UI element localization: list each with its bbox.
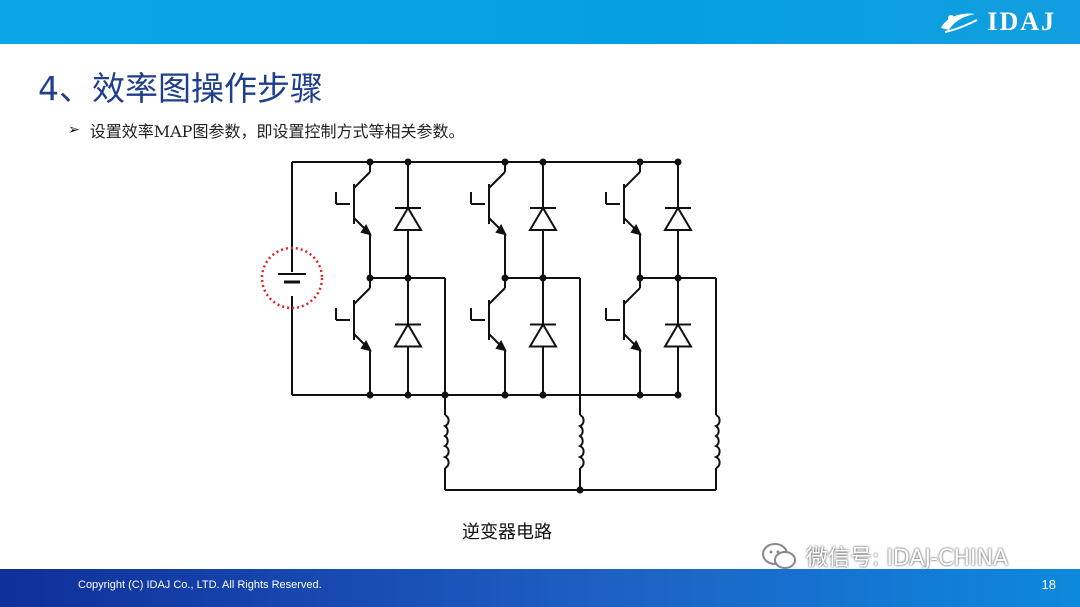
junction-dot [636,391,644,399]
company-logo: IDAJ [937,6,1056,38]
junction-dot [539,158,547,166]
highlight-circle [260,246,324,310]
junction-dot [501,158,509,166]
wechat-icon [762,543,796,569]
junction-dot [576,486,584,494]
watermark-text: 微信号: IDAJ-CHINA [806,546,1009,571]
circuit-wires [278,161,717,491]
junction-dot [674,391,682,399]
junction-dot [366,274,374,282]
copyright-text: Copyright (C) IDAJ Co., LTD. All Rights … [78,579,322,591]
bullet-text: 设置效率MAP图参数，即设置控制方式等相关参数。 [89,122,465,141]
header-bar: IDAJ [0,0,1080,44]
page-number: 18 [1041,577,1056,592]
junction-dot [404,158,412,166]
slide-title: 4、效率图操作步骤 [38,69,323,108]
junction-dot [404,391,412,399]
junction-dot [501,391,509,399]
inductor-coils [442,414,721,469]
junction-dot [674,158,682,166]
arrow-right-icon: ➢ [68,122,80,138]
inverter-circuit-diagram [260,158,721,494]
footer-bar: Copyright (C) IDAJ Co., LTD. All Rights … [0,569,1080,607]
idaj-swoosh-icon [941,13,978,33]
junction-dot [366,391,374,399]
junction-dot [674,274,682,282]
junction-dot [636,274,644,282]
junction-dot [539,274,547,282]
junction-dot [441,391,449,399]
logo-text: IDAJ [987,7,1056,36]
junction-dot [636,158,644,166]
bullet-item: ➢ 设置效率MAP图参数，即设置控制方式等相关参数。 [68,118,464,142]
junction-dot [366,158,374,166]
junction-dot [404,274,412,282]
diagram-caption: 逆变器电路 [462,522,552,543]
wechat-watermark: 微信号: IDAJ-CHINA [760,540,1008,572]
half-bridge-legs [335,158,693,494]
junction-dot [539,391,547,399]
junction-dot [501,274,509,282]
